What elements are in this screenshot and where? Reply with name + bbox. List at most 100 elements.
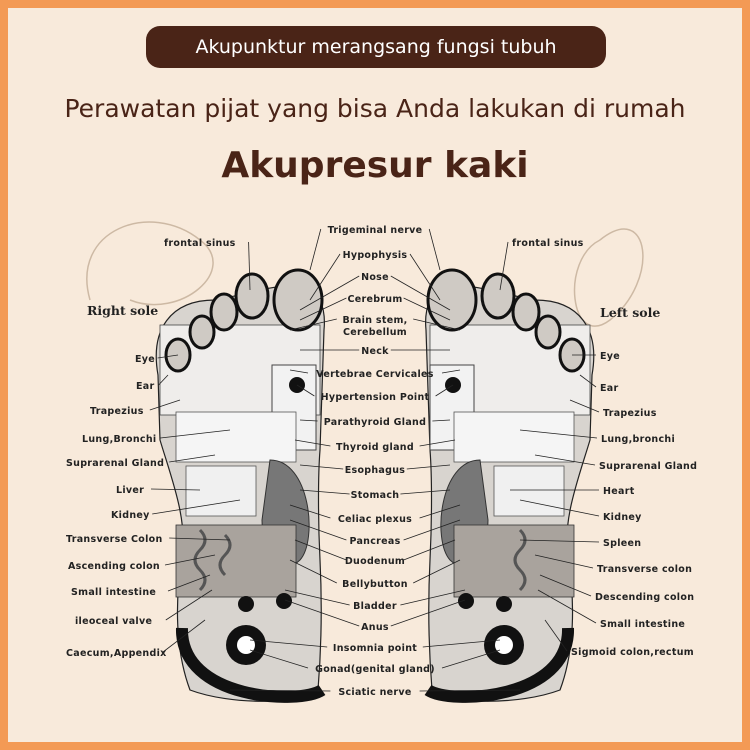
center-label-3: Cerebrum [347, 294, 402, 305]
leader-line-left-12 [162, 619, 206, 653]
center-label-12: Stomach [351, 490, 400, 501]
left-sole-label-10: Descending colon [595, 592, 694, 603]
leader-line-center-l-21 [229, 689, 331, 692]
leader-line-center-l-20 [249, 649, 309, 669]
right-sole-label-8: Transverse Colon [66, 534, 163, 545]
center-label-10: Thyroid gland [336, 442, 414, 453]
center-label-11: Esophagus [345, 465, 406, 476]
center-label-5: Cerebellum [343, 327, 407, 338]
left-sole-label-12: Sigmoid colon,rectum [571, 647, 694, 658]
leader-line-left-1 [157, 354, 179, 359]
leader-line-center-l-17 [284, 589, 350, 606]
left-sole-label-2: Ear [600, 383, 619, 394]
leader-line-center-r-9 [432, 419, 451, 422]
leader-line-right-9 [534, 554, 594, 569]
center-label-4: Brain stem, [342, 315, 407, 326]
leader-line-right-7 [519, 499, 600, 517]
leader-line-center-l-9 [299, 419, 318, 422]
right-sole-label-4: Lung,Bronchi [82, 434, 156, 445]
leader-line-center-r-16 [413, 559, 461, 584]
poster-background [8, 8, 742, 742]
leader-line-center-l-18 [284, 599, 360, 627]
leader-line-center-l-16 [289, 559, 337, 584]
center-label-14: Pancreas [349, 536, 400, 547]
leader-line-center-l-0 [309, 228, 322, 271]
right-sole-label-3: Trapezius [90, 406, 144, 417]
right-sole-label-9: Ascending colon [68, 561, 160, 572]
leader-line-center-r-13 [419, 504, 461, 519]
left-sole-label-7: Kidney [603, 512, 642, 523]
leader-line-center-l-4 [289, 318, 337, 331]
left-sole [424, 268, 595, 703]
left-sole-label-5: Suprarenal Gland [599, 461, 697, 472]
left-sole-label-6: Heart [603, 486, 635, 497]
leader-line-left-3 [149, 399, 181, 411]
leader-line-center-r-14 [403, 519, 461, 541]
leader-line-right-0 [499, 241, 509, 291]
leader-line-left-2 [158, 374, 169, 386]
leader-line-center-l-19 [249, 639, 328, 648]
center-label-8: Hypertension Point [321, 392, 430, 403]
left-sole-label: Left sole [600, 305, 660, 320]
leader-line-center-r-19 [422, 639, 501, 648]
leader-line-right-5 [534, 454, 596, 466]
left-sole-label-9: Transverse colon [597, 564, 692, 575]
decorative-scribble [86, 221, 644, 327]
leader-line-center-l-8 [296, 384, 315, 397]
right-sole-label-11: ileoceal valve [75, 616, 152, 627]
leader-line-center-r-20 [441, 649, 501, 669]
leader-line-left-5 [169, 454, 216, 463]
left-sole-label-1: Eye [600, 351, 620, 362]
center-label-15: Duodenum [345, 556, 405, 567]
leader-line-center-l-11 [299, 464, 344, 470]
center-label-2: Nose [361, 272, 389, 283]
right-sole-label-6: Liver [116, 485, 144, 496]
center-label-0: Trigeminal nerve [328, 225, 423, 236]
center-label-17: Bladder [353, 601, 397, 612]
leader-line-center-l-15 [294, 539, 347, 561]
leader-line-center-r-12 [400, 489, 451, 495]
leader-line-center-l-7 [289, 369, 309, 374]
leader-line-center-l-12 [299, 489, 350, 495]
leader-line-left-6 [150, 488, 201, 491]
left-sole-label-3: Trapezius [603, 408, 657, 419]
right-sole-label: Right sole [87, 303, 158, 318]
center-label-20: Gonad(genital gland) [315, 664, 435, 675]
leader-line-right-3 [569, 399, 600, 413]
right-sole-label-10: Small intestine [71, 587, 156, 598]
leader-line-right-8 [519, 539, 600, 543]
leader-line-right-4 [519, 429, 598, 439]
leader-line-right-2 [579, 374, 597, 388]
leader-line-center-r-15 [403, 539, 456, 561]
leader-line-center-r-7 [441, 369, 461, 374]
right-sole-label-0: frontal sinus [164, 238, 236, 249]
left-sole-label-8: Spleen [603, 538, 641, 549]
center-label-21: Sciatic nerve [338, 687, 411, 698]
right-sole [155, 268, 326, 703]
center-label-9: Parathyroid Gland [324, 417, 426, 428]
right-sole-label-7: Kidney [111, 510, 150, 521]
leader-line-center-r-21 [419, 689, 521, 692]
leader-line-center-l-2 [299, 275, 360, 311]
leader-line-center-r-4 [413, 318, 461, 331]
leader-line-center-r-3 [403, 297, 451, 321]
leader-line-left-0 [248, 241, 251, 291]
leader-line-center-l-3 [299, 297, 347, 321]
center-label-18: Anus [361, 622, 389, 633]
leader-line-center-l-10 [294, 439, 331, 447]
leader-line-right-11 [537, 589, 597, 624]
organ-labels: frontal sinusEyeEarTrapeziusLung,Bronchi… [66, 225, 697, 698]
center-label-16: Bellybutton [342, 579, 408, 590]
leader-line-left-7 [152, 499, 241, 515]
right-sole-label-2: Ear [136, 381, 155, 392]
center-label-1: Hypophysis [343, 250, 408, 261]
center-label-13: Celiac plexus [338, 514, 412, 525]
leader-line-right-10 [539, 574, 592, 597]
leader-line-center-r-2 [390, 275, 451, 311]
left-sole-label-4: Lung,bronchi [601, 434, 675, 445]
leader-line-center-l-13 [289, 504, 331, 519]
right-sole-label-5: Suprarenal Gland [66, 458, 164, 469]
center-label-6: Neck [361, 346, 389, 357]
left-sole-label-11: Small intestine [600, 619, 685, 630]
